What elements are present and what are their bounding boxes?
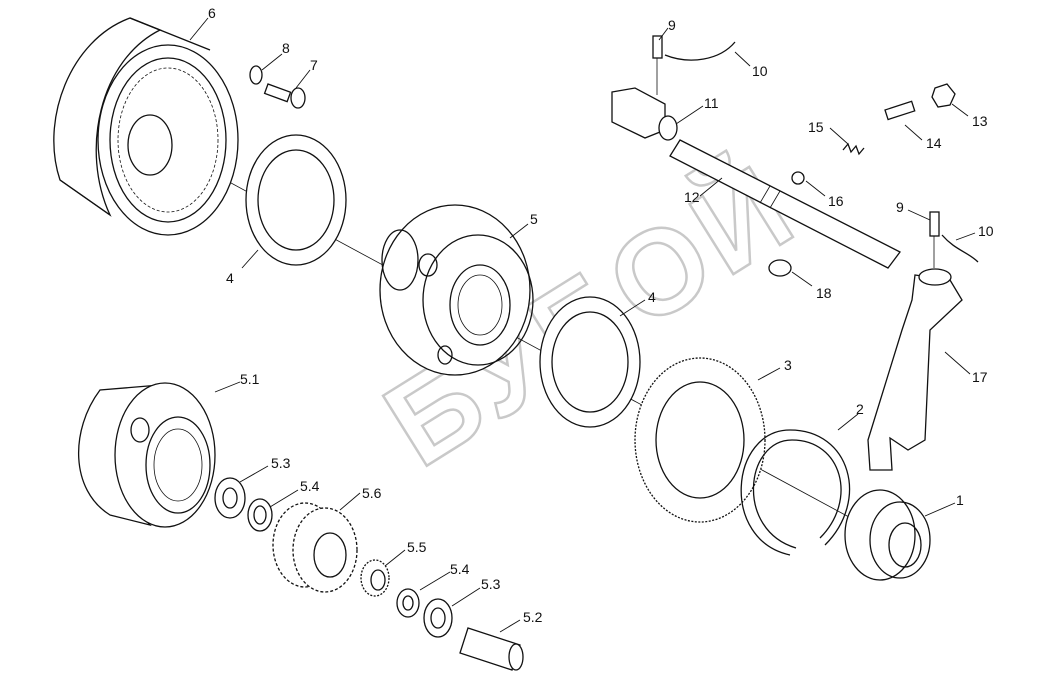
- label-7: 7: [310, 57, 318, 73]
- label-6: 6: [208, 5, 216, 21]
- label-9-upper: 9: [668, 17, 676, 33]
- part-5-4-washer-upper: [247, 498, 273, 532]
- part-16-detent-ball: [791, 171, 805, 185]
- label-5-3-upper: 5.3: [271, 455, 291, 471]
- part-7-bolt: [263, 83, 306, 109]
- part-2-snap-ring: [740, 429, 851, 556]
- label-5-4-lower: 5.4: [450, 561, 470, 577]
- label-13: 13: [972, 113, 988, 129]
- part-9-set-screw-lower: [929, 211, 940, 268]
- label-14: 14: [926, 135, 942, 151]
- label-4-upper: 4: [226, 270, 234, 286]
- label-11: 11: [704, 95, 719, 111]
- part-11-shift-block: [611, 87, 678, 141]
- leader-lines: [189, 17, 976, 633]
- part-4-friction-disc-lower: [539, 296, 641, 428]
- label-17: 17: [972, 369, 988, 385]
- label-3: 3: [784, 357, 792, 373]
- part-15-detent-spring: [842, 142, 865, 156]
- part-5-5-needle-bearing: [360, 559, 390, 597]
- part-10-lock-wire-upper: [664, 41, 736, 61]
- part-18-bushing: [768, 259, 792, 277]
- label-4-lower: 4: [648, 289, 656, 305]
- label-1: 1: [956, 492, 964, 508]
- label-10-lower: 10: [978, 223, 994, 239]
- part-14-detent-screw: [884, 100, 916, 121]
- part-5-6-planet-gear: [272, 502, 358, 593]
- part-17-shift-fork: [867, 268, 963, 471]
- part-3-toothed-disc: [634, 357, 766, 523]
- label-2: 2: [856, 401, 864, 417]
- label-5-4-upper: 5.4: [300, 478, 320, 494]
- label-8: 8: [282, 40, 290, 56]
- label-5-5: 5.5: [407, 539, 427, 555]
- label-10-upper: 10: [752, 63, 768, 79]
- label-5-1: 5.1: [240, 371, 260, 387]
- label-15: 15: [808, 119, 824, 135]
- part-4-friction-disc-upper: [245, 134, 347, 266]
- label-12: 12: [684, 189, 700, 205]
- part-5-3-washer-upper: [214, 477, 246, 519]
- part-13-nut: [931, 83, 956, 108]
- label-5-6: 5.6: [362, 485, 382, 501]
- part-5-1-carrier-half: [77, 382, 216, 528]
- part-8-washer: [249, 65, 263, 85]
- label-5-2: 5.2: [523, 609, 543, 625]
- label-5: 5: [530, 211, 538, 227]
- part-5-4-washer-lower: [396, 588, 420, 618]
- part-6-ring-gear-housing: [53, 17, 239, 236]
- label-9-lower: 9: [896, 199, 904, 215]
- part-9-set-screw-upper: [652, 35, 663, 95]
- label-18: 18: [816, 285, 832, 301]
- part-5-planet-carrier: [379, 204, 534, 376]
- part-5-3-washer-lower: [423, 598, 453, 638]
- part-12-shift-rod: [669, 139, 901, 269]
- part-5-2-axle-pin: [459, 627, 524, 671]
- label-16: 16: [828, 193, 844, 209]
- label-5-3-lower: 5.3: [481, 576, 501, 592]
- part-10-lock-wire-lower: [941, 234, 979, 263]
- part-1-gear-coupling: [844, 489, 931, 581]
